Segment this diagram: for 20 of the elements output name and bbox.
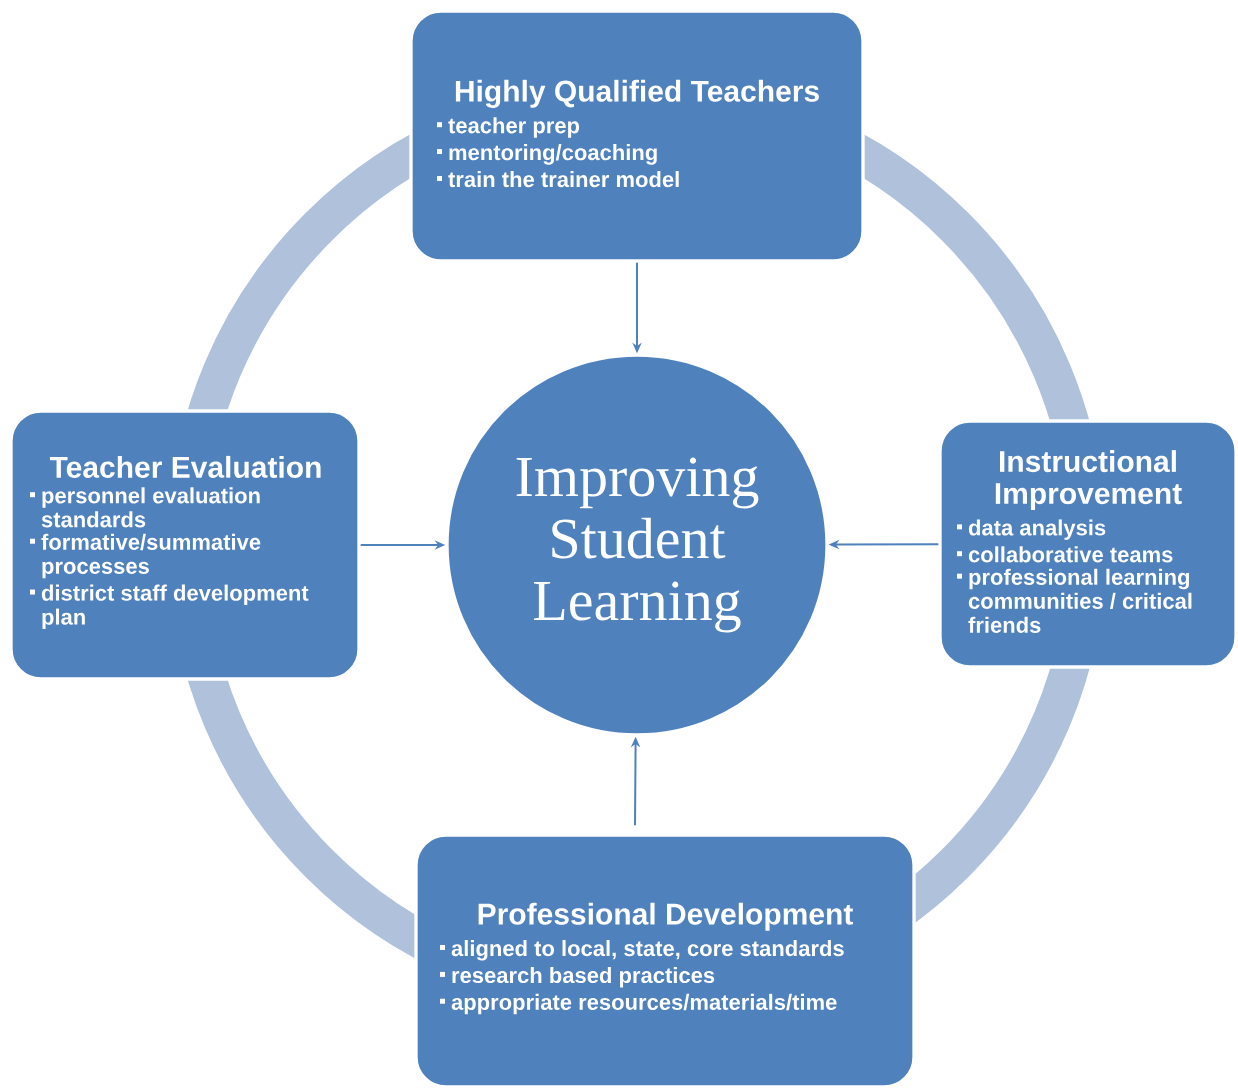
bullet-item: collaborative teams	[957, 546, 1173, 563]
bullet-item: professional learning communities / critical friends	[957, 568, 1192, 633]
box-heading: Professional Development	[478, 902, 853, 931]
bullet-item: mentoring/coaching	[437, 144, 657, 165]
center-circle	[445, 353, 829, 737]
box-heading: Instructional Improvement	[995, 450, 1182, 511]
topic-box	[9, 409, 361, 681]
topic-box	[409, 9, 865, 263]
bullet-item: aligned to local, state, core standards	[440, 940, 844, 961]
topic-box	[414, 833, 916, 1089]
bullet-item: research based practices	[440, 966, 715, 988]
topic-box	[938, 419, 1238, 669]
bullet-item: district staff development plan	[30, 584, 309, 630]
bullet-item: teacher prep	[437, 117, 580, 138]
circle-title: Improving Student Learning	[516, 457, 759, 633]
bullet-item: data analysis	[957, 519, 1106, 540]
bullet-item: train the trainer model	[437, 171, 679, 188]
box-heading: Highly Qualified Teachers	[455, 79, 819, 108]
bullet-item: appropriate resources/materials/time	[440, 993, 837, 1015]
box-heading: Teacher Evaluation	[49, 455, 321, 478]
